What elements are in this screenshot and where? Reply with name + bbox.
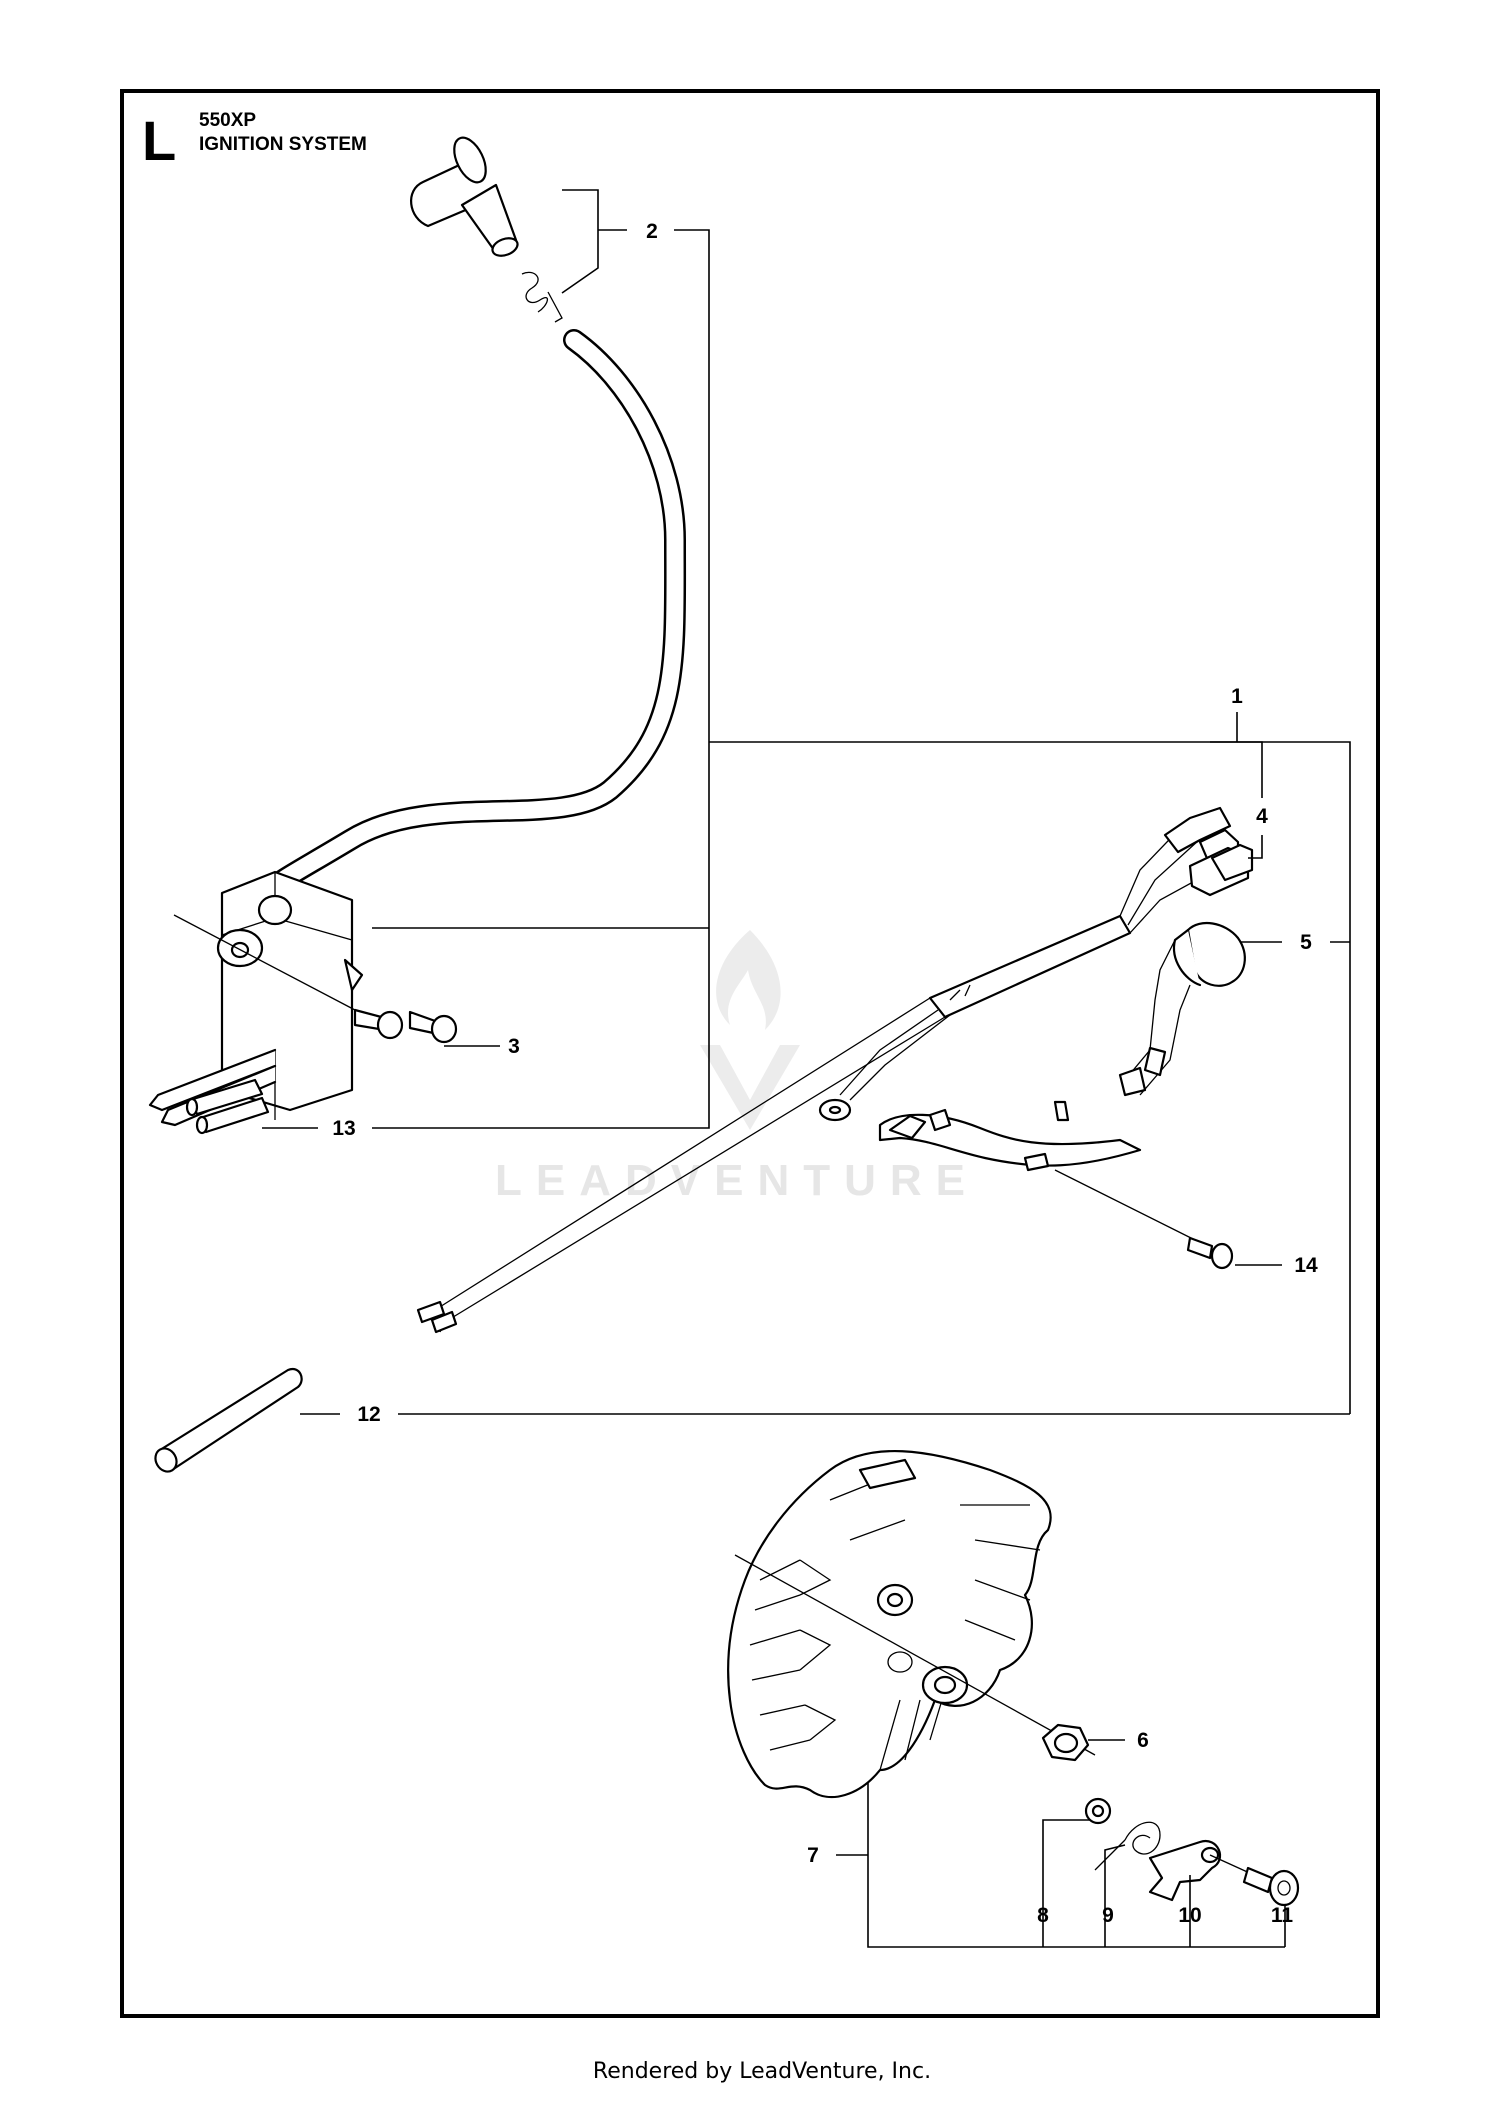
axis-line-flywheel: [734, 1554, 1096, 1756]
section-title: IGNITION SYSTEM: [199, 134, 367, 155]
callout-14: 14: [1294, 1254, 1318, 1277]
callout-7: 7: [807, 1844, 819, 1867]
leader-lines: [262, 189, 1351, 1948]
callout-3: 3: [508, 1035, 520, 1058]
part-screw-14: [1054, 1169, 1234, 1270]
part-spring-9: [1094, 1821, 1161, 1871]
part-flywheel: [727, 1450, 1052, 1799]
callout-8: 8: [1037, 1904, 1049, 1927]
part-washer-8: [1084, 1797, 1112, 1825]
diagram-frame: [120, 89, 1380, 2018]
part-nut-6: [1041, 1723, 1090, 1762]
part-spark-plug-boot: [410, 136, 519, 257]
part-screws: [353, 1008, 458, 1044]
axis-line-coil: [173, 914, 356, 1011]
part-screw-11: [1209, 1854, 1300, 1907]
callout-5: 5: [1300, 931, 1312, 954]
callout-10: 10: [1178, 1904, 1201, 1927]
part-sleeves: [185, 1078, 270, 1135]
part-ht-lead: [259, 329, 687, 901]
watermark-text: LEADVENTURE: [495, 1156, 979, 1205]
part-pin-12: [154, 1367, 303, 1473]
callout-2: 2: [646, 220, 658, 243]
callout-1: 1: [1231, 685, 1243, 708]
callout-13: 13: [332, 1117, 355, 1140]
callout-11: 11: [1271, 1904, 1294, 1927]
watermark: LEADVENTURE: [495, 930, 979, 1205]
footer-credit: Rendered by LeadVenture, Inc.: [593, 2059, 931, 2084]
callout-6: 6: [1137, 1729, 1149, 1752]
part-stop-switch-bracket: [878, 921, 1246, 1172]
callout-4: 4: [1256, 805, 1268, 828]
callout-9: 9: [1102, 1904, 1114, 1927]
part-contact-spring: [521, 271, 563, 323]
part-pawl-10: [1148, 1839, 1222, 1902]
callouts: 1 2 3 4 5 6 7 8 9 10 11 12 13 14: [332, 220, 1318, 1927]
callout-12: 12: [357, 1403, 380, 1426]
section-letter: L: [142, 109, 176, 172]
part-wiring-harness: [416, 806, 1254, 1334]
model-name: 550XP: [199, 110, 256, 131]
